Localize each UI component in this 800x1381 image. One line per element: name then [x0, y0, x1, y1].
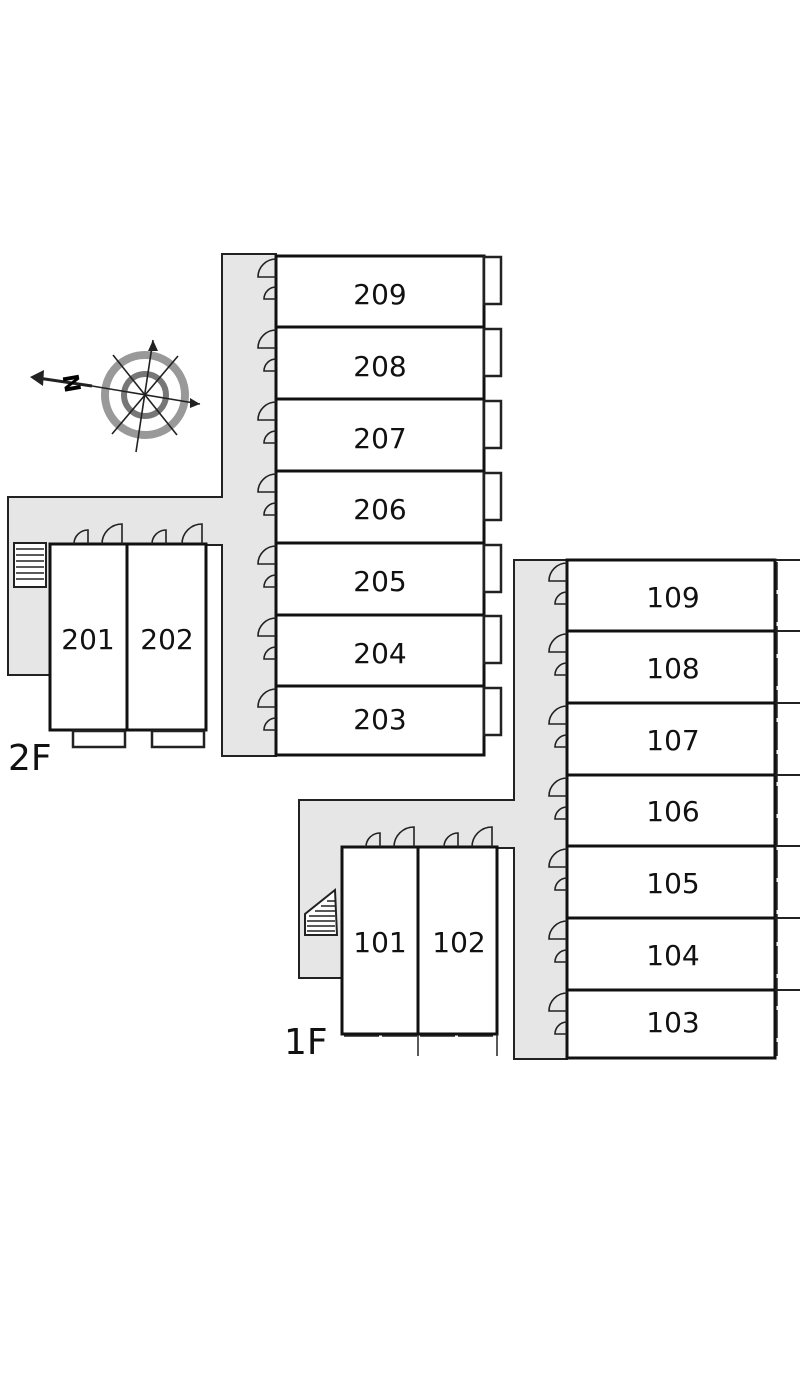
room-205: 205: [274, 541, 503, 617]
doors-1f-left: [365, 826, 493, 848]
room-number: 103: [646, 1006, 699, 1039]
stairs-2f-icon: [13, 542, 47, 588]
room-101: 101: [340, 845, 420, 1056]
room-number: 202: [140, 623, 193, 656]
room-204: 204: [274, 613, 503, 688]
room-number: 209: [353, 278, 406, 311]
room-202: 202: [125, 542, 208, 749]
north-letter: N: [56, 372, 84, 394]
room-104: 104: [565, 916, 800, 992]
first-floor: 109 108 107 106 105 104: [284, 558, 800, 1063]
room-number: 206: [353, 493, 406, 526]
second-floor: 209 208 207 206 205 204: [7, 253, 503, 779]
room-number: 101: [353, 926, 406, 959]
room-109: 109: [565, 558, 800, 633]
room-number: 109: [646, 581, 699, 614]
room-108: 108: [565, 629, 800, 705]
room-number: 204: [353, 637, 406, 670]
stairs-1f-icon: [304, 887, 339, 936]
room-201: 201: [48, 542, 129, 749]
room-number: 105: [646, 867, 699, 900]
room-number: 207: [353, 422, 406, 455]
doors-2f-left: [73, 523, 203, 545]
doors-2f-right: [257, 258, 277, 731]
doors-1f-right: [548, 562, 568, 1035]
room-number: 205: [353, 565, 406, 598]
room-207: 207: [274, 397, 503, 473]
room-102: 102: [416, 845, 499, 1056]
room-number: 107: [646, 724, 699, 757]
compass-rose-icon: N: [30, 339, 201, 453]
room-103: 103: [565, 988, 800, 1060]
room-208: 208: [274, 325, 503, 401]
room-number: 106: [646, 795, 699, 828]
room-number: 203: [353, 703, 406, 736]
room-203: 203: [274, 684, 503, 757]
floor-label-1f: 1F: [284, 1022, 328, 1063]
room-number: 208: [353, 350, 406, 383]
room-number: 108: [646, 652, 699, 685]
room-209: 209: [274, 254, 503, 329]
room-number: 201: [61, 623, 114, 656]
room-106: 106: [565, 773, 800, 848]
floor-label-2f: 2F: [8, 738, 52, 779]
room-number: 102: [432, 926, 485, 959]
room-number: 104: [646, 939, 699, 972]
room-206: 206: [274, 469, 503, 545]
room-107: 107: [565, 701, 800, 777]
room-105: 105: [565, 844, 800, 920]
